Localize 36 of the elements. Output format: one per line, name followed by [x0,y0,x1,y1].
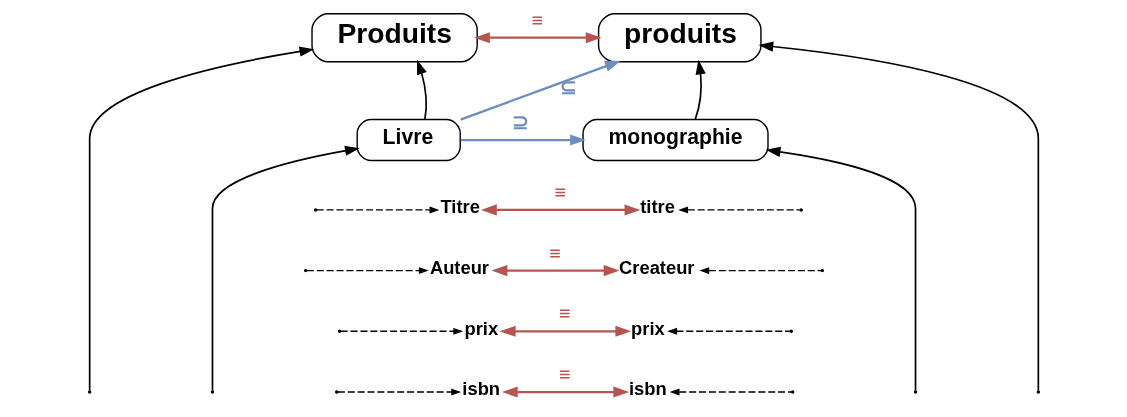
arrow [677,206,800,214]
arrow [666,327,791,335]
arrow [480,204,640,216]
arrow [473,32,602,44]
edge-label: ≡ [531,8,543,31]
arrow [416,59,427,120]
edge-label: ≡ [553,180,566,203]
arrow [339,327,463,335]
node-text: isbn [461,378,500,400]
edge-label: ≡ [548,241,561,264]
node-text: prix [630,317,665,339]
arrow [491,265,620,277]
node-text: Createur [618,257,695,278]
arrow [669,388,792,396]
node-text: prix [463,317,498,339]
node-text: titre [639,196,675,218]
arrow [336,388,461,396]
node-box: monographie [581,118,769,162]
edge-label: ≡ [558,363,571,386]
arrow [305,267,429,275]
arrow [499,325,631,337]
arrow [694,59,706,120]
arrow [698,267,822,275]
arrow [501,386,629,398]
edge-label: ≡ [558,302,571,325]
edge-label: ⊆ [559,76,577,99]
node-text: isbn [628,378,667,400]
arrow [315,206,439,214]
node-text: Auteur [429,257,489,278]
arrow [459,60,621,121]
node-box: produits [597,12,762,63]
node-text: Titre [439,196,480,218]
edge-label: ⊇ [511,111,529,134]
node-box: Produits [310,12,478,63]
arrow [460,134,586,146]
node-box: Livre [355,118,461,162]
